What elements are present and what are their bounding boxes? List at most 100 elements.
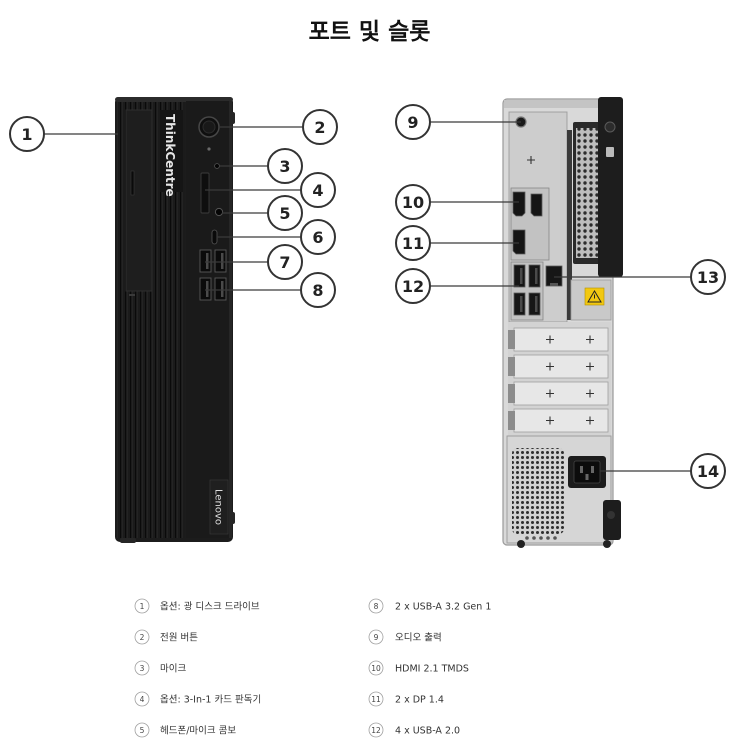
callout-8: 8 xyxy=(205,272,336,308)
expansion-slot-tab xyxy=(508,384,515,403)
legend-number-badge xyxy=(134,722,150,738)
screw-plus-icon xyxy=(527,156,535,164)
usb-a-port xyxy=(528,264,541,288)
usb-a-port-tongue xyxy=(221,281,224,297)
callout-number: 6 xyxy=(312,228,323,247)
callout-number: 3 xyxy=(279,157,290,176)
legend-number-badge xyxy=(134,629,150,645)
callout-5: 5 xyxy=(222,195,303,231)
legend-number-badge xyxy=(134,691,150,707)
legend-item: 9 오디오 출력 xyxy=(368,629,442,645)
callout-7: 7 xyxy=(205,244,303,280)
headphone-mic-jack xyxy=(214,207,224,217)
legend-number-badge xyxy=(368,598,384,614)
model-logo-plate xyxy=(160,110,183,192)
legend-number-badge xyxy=(368,722,384,738)
front-usb-a-ports-lower xyxy=(199,277,227,301)
callout-4: 4 xyxy=(205,172,336,208)
front-usb-a-ports-upper xyxy=(199,249,227,273)
usb-a-port-tongue xyxy=(535,268,538,284)
callout-circle xyxy=(395,184,431,220)
legend-item: 12 4 x USB-A 2.0 xyxy=(368,722,460,738)
screw-plus-icon xyxy=(586,335,594,344)
callout-11: 11 xyxy=(395,225,519,261)
usb-a-port-tongue xyxy=(520,268,523,284)
rear-bottom-hole xyxy=(532,536,536,540)
callout-circle xyxy=(300,172,336,208)
legend-item: 11 2 x DP 1.4 xyxy=(368,691,444,707)
expansion-slot xyxy=(508,381,609,406)
power-socket-pin xyxy=(585,474,589,480)
displayport-port xyxy=(512,229,526,255)
usb-a-port xyxy=(199,277,212,301)
callout-circle xyxy=(300,219,336,255)
screw-plus-icon xyxy=(586,416,594,425)
screw-plus-icon xyxy=(546,389,554,398)
thumbscrew-icon xyxy=(604,121,616,133)
callout-13: 13 xyxy=(554,259,726,295)
legend-number-badge xyxy=(134,660,150,676)
legend-number-badge xyxy=(368,629,384,645)
legend-right-column: 8 2 x USB-A 3.2 Gen 1 9 오디오 출력 10 HDMI 2… xyxy=(368,598,491,738)
callout-number: 14 xyxy=(697,462,719,481)
usb-a-port-tongue xyxy=(221,253,224,269)
brand-logo-plate xyxy=(209,479,229,535)
expansion-slot-tab xyxy=(508,411,515,430)
legend-item: 3 마이크 xyxy=(134,660,186,676)
legend-label: 2 x DP 1.4 xyxy=(395,695,444,706)
legend-number: 8 xyxy=(374,602,379,611)
rear-lower-screw xyxy=(607,511,615,519)
front-right-edge xyxy=(229,101,232,538)
callout-circle xyxy=(395,225,431,261)
microphone-hole xyxy=(214,163,220,169)
callout-3: 3 xyxy=(220,148,303,184)
expansion-slot xyxy=(508,408,609,433)
power-socket-pin xyxy=(580,466,583,473)
legend-left-column: 1 옵션: 광 디스크 드라이브 2 전원 버튼 3 마이크 4 옵션: 3-I… xyxy=(134,598,261,738)
rear-bottom-hole xyxy=(539,536,543,540)
callout-12: 12 xyxy=(395,268,519,304)
callout-circle xyxy=(690,453,726,489)
legend-item: 2 전원 버튼 xyxy=(134,629,198,645)
callout-number: 4 xyxy=(312,181,323,200)
screw-plus-icon xyxy=(586,389,594,398)
legend-number-badge xyxy=(368,660,384,676)
usb-a-port xyxy=(528,292,541,316)
warning-triangle-icon xyxy=(587,290,602,303)
usb-a-port xyxy=(513,292,526,316)
legend-item: 5 헤드폰/마이크 콤보 xyxy=(134,722,236,738)
expansion-slot xyxy=(508,354,609,379)
power-led xyxy=(207,147,211,151)
callout-2: 2 xyxy=(219,109,338,145)
thinkcentre-logo: ThinkCentre xyxy=(163,114,177,197)
legend-label: 전원 버튼 xyxy=(160,633,198,644)
callout-number: 12 xyxy=(402,277,424,296)
front-foot xyxy=(120,538,136,543)
callout-circle xyxy=(300,272,336,308)
hdmi-port xyxy=(512,191,526,217)
usb-a-port-tongue xyxy=(520,296,523,312)
callout-circle xyxy=(267,148,303,184)
front-view-pc: ThinkCentre Lenovo xyxy=(115,97,235,543)
expansion-slot xyxy=(508,327,609,352)
legend-label: HDMI 2.1 TMDS xyxy=(395,664,469,675)
legend-label: 마이크 xyxy=(160,664,186,675)
rear-view-pc xyxy=(502,97,623,548)
displayport-port xyxy=(530,193,543,217)
callout-number: 5 xyxy=(279,204,290,223)
rear-fan-vent xyxy=(576,128,602,258)
front-top-nub xyxy=(229,112,235,124)
usb-a-port xyxy=(214,249,227,273)
legend-number: 11 xyxy=(371,695,381,704)
callout-number: 11 xyxy=(402,234,424,253)
callout-9: 9 xyxy=(395,104,521,140)
power-socket-pin xyxy=(591,466,594,473)
callout-10: 10 xyxy=(395,184,519,220)
legend-number: 2 xyxy=(140,633,145,642)
legend-number: 9 xyxy=(374,633,379,642)
legend-label: 오디오 출력 xyxy=(395,632,442,644)
expansion-slot-tab xyxy=(508,357,515,376)
legend-number: 3 xyxy=(140,664,145,673)
legend-label: 2 x USB-A 3.2 Gen 1 xyxy=(395,602,491,613)
